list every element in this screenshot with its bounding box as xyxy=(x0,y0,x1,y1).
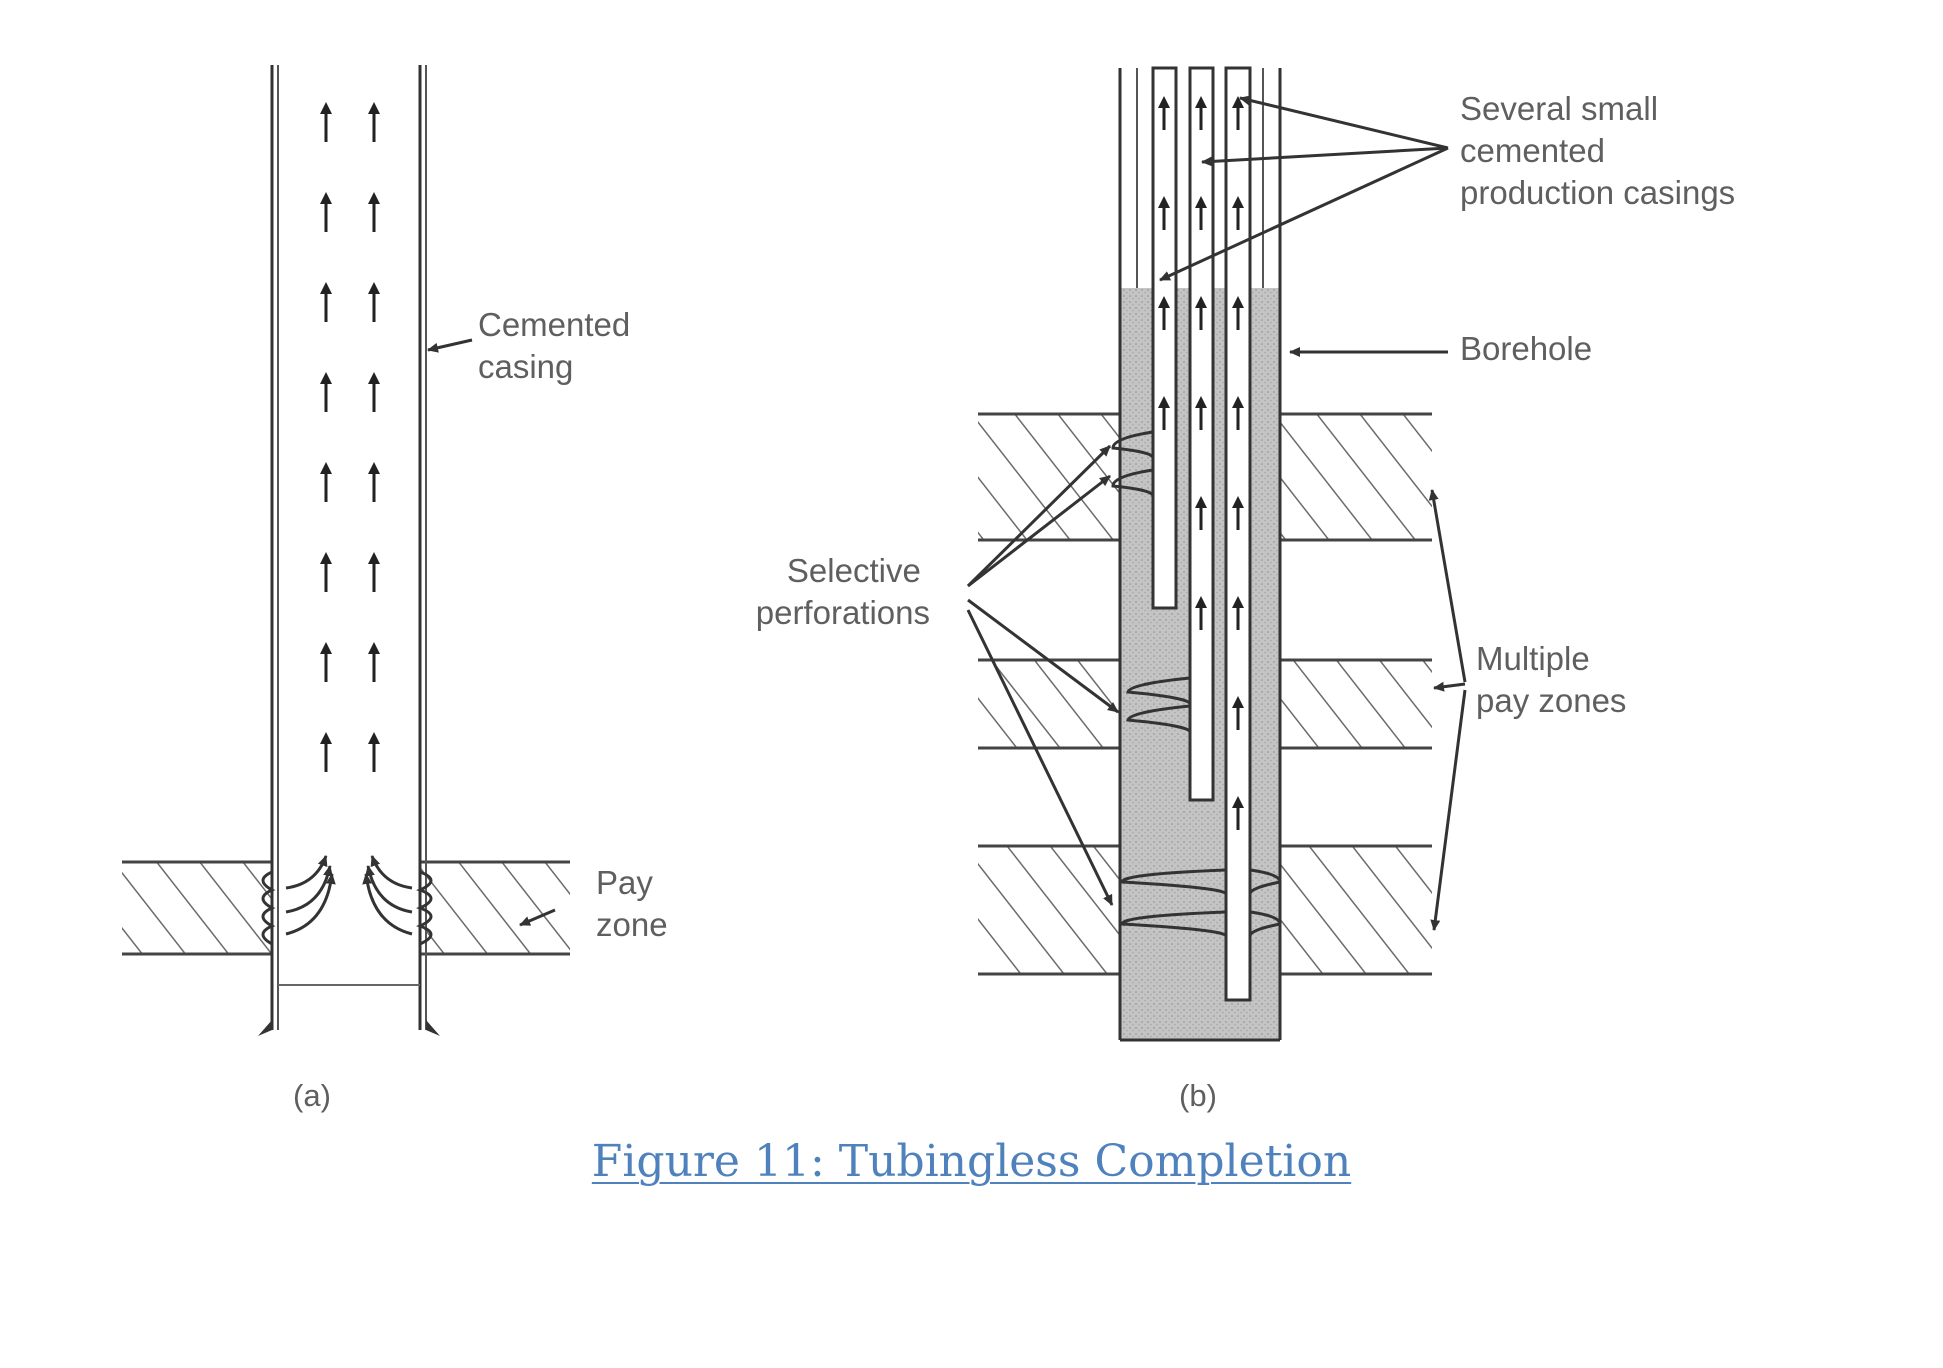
production-casings xyxy=(1136,66,1264,1002)
flow-arrow-up-icon xyxy=(368,282,380,322)
flow-arrow-up-icon xyxy=(1195,496,1207,530)
flow-arrow-up-icon xyxy=(1232,696,1244,730)
pay-zone-label-line-1: Pay xyxy=(596,864,653,901)
flow-arrow-up-icon xyxy=(320,282,332,322)
pay-zone-a xyxy=(122,860,570,956)
production-casings-label-line-1: Several small xyxy=(1460,90,1658,127)
production-casings-label-line-2: cemented xyxy=(1460,132,1605,169)
flow-arrow-up-icon xyxy=(368,102,380,142)
flow-arrow-up-icon xyxy=(1158,396,1170,430)
flow-arrow-up-icon xyxy=(368,192,380,232)
figure-a: Cemented casing Pay zone (a) xyxy=(122,65,668,1113)
production-casings-label-line-3: production casings xyxy=(1460,174,1735,211)
figure-caption-text: Figure 11: Tubingless Completion xyxy=(591,1136,1352,1187)
flow-arrow-up-icon xyxy=(320,642,332,682)
flow-arrow-up-icon xyxy=(1232,296,1244,330)
casing-label: Cemented casing xyxy=(478,306,639,385)
selective-perforations-label-line-2: perforations xyxy=(756,594,930,631)
flow-arrow-up-icon xyxy=(1158,196,1170,230)
cemented-casing-a xyxy=(258,65,440,1036)
flow-arrow-up-icon xyxy=(320,102,332,142)
multiple-pay-zones xyxy=(978,412,1432,976)
flow-arrow-up-icon xyxy=(1195,596,1207,630)
flow-arrow-up-icon xyxy=(1195,296,1207,330)
casing-label-line-1: Cemented xyxy=(478,306,630,343)
label-leaders-b xyxy=(966,95,1467,931)
flow-arrow-up-icon xyxy=(1232,796,1244,830)
flow-arrow-up-icon xyxy=(368,552,380,592)
panel-label-b: (b) xyxy=(1179,1078,1217,1113)
panel-label-a: (a) xyxy=(293,1078,331,1113)
flow-arrow-up-icon xyxy=(368,732,380,772)
borehole-label: Borehole xyxy=(1460,330,1592,367)
flow-arrow-up-icon xyxy=(1158,96,1170,130)
flow-arrow-up-icon xyxy=(368,372,380,412)
selective-perforations xyxy=(1111,430,1282,938)
flow-arrow-up-icon xyxy=(1195,196,1207,230)
figure-caption: Figure 11: Tubingless Completion xyxy=(0,1136,1943,1187)
flow-arrow-up-icon xyxy=(1232,596,1244,630)
flow-arrow-up-icon xyxy=(320,372,332,412)
perforations-a xyxy=(261,855,433,946)
flow-arrow-up-icon xyxy=(1195,96,1207,130)
selective-perforations-label-line-1: Selective xyxy=(787,552,921,589)
casing-label-line-2: casing xyxy=(478,348,573,385)
flow-arrow-up-icon xyxy=(1232,496,1244,530)
flow-arrow-up-icon xyxy=(368,462,380,502)
flow-arrows-a xyxy=(320,102,380,772)
multiple-pay-zones-label: Multiple pay zones xyxy=(1476,640,1626,719)
pay-zone-label-line-2: zone xyxy=(596,906,668,943)
pay-zone-label: Pay zone xyxy=(596,864,668,943)
flow-arrow-up-icon xyxy=(320,462,332,502)
flow-arrow-up-icon xyxy=(1158,296,1170,330)
production-casings-label: Several small cemented production casing… xyxy=(1460,90,1735,211)
multiple-pay-zones-label-line-1: Multiple xyxy=(1476,640,1590,677)
flow-arrow-up-icon xyxy=(368,642,380,682)
flow-arrow-up-icon xyxy=(320,192,332,232)
flow-arrow-up-icon xyxy=(1232,396,1244,430)
flow-arrow-up-icon xyxy=(1232,196,1244,230)
multiple-pay-zones-label-line-2: pay zones xyxy=(1476,682,1626,719)
flow-arrow-up-icon xyxy=(1195,396,1207,430)
flow-arrow-up-icon xyxy=(320,732,332,772)
flow-arrow-up-icon xyxy=(320,552,332,592)
selective-perforations-label: Selective perforations xyxy=(756,552,930,631)
flow-arrows-b xyxy=(1158,96,1244,830)
figure-b: Several small cemented production casing… xyxy=(756,66,1735,1113)
